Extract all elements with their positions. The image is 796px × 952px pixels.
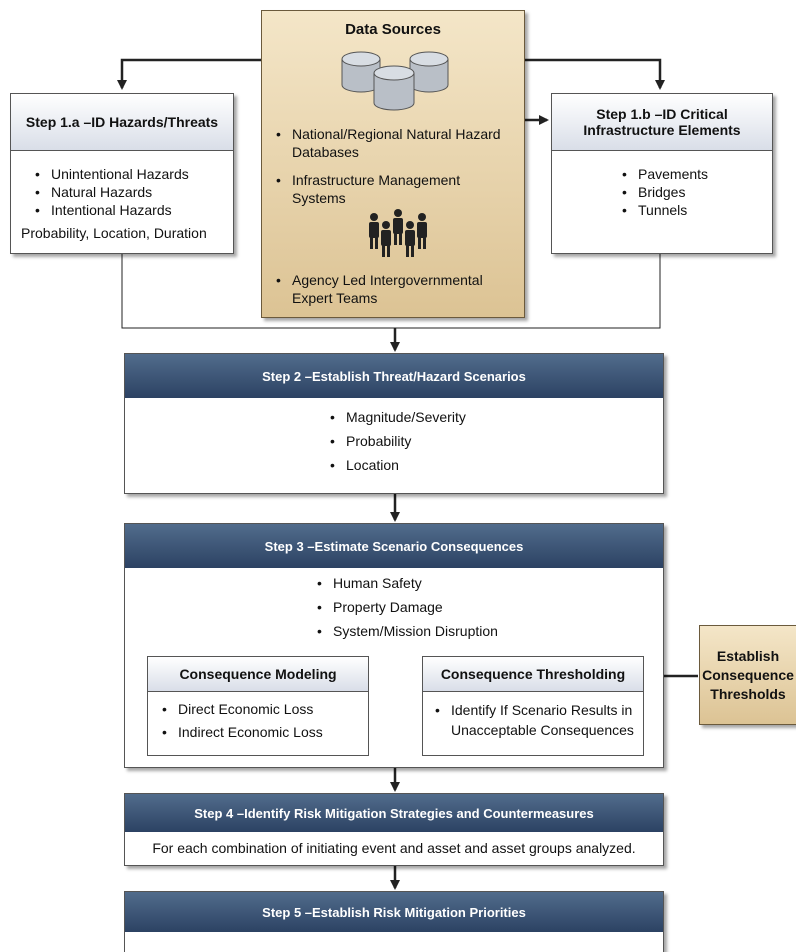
- step1a-list: Unintentional Hazards Natural Hazards In…: [11, 151, 233, 219]
- list-item: Location: [330, 456, 663, 474]
- consequence-modeling-list: Direct Economic Loss Indirect Economic L…: [148, 692, 368, 741]
- database-icon: [341, 51, 449, 111]
- consequence-thresholding-title: Consequence Thresholding: [423, 657, 643, 692]
- consequence-modeling-box: Consequence Modeling Direct Economic Los…: [147, 656, 369, 756]
- list-item: Agency Led Intergovernmental Expert Team…: [276, 271, 516, 307]
- establish-thresholds-line2: Consequence: [702, 666, 794, 683]
- list-item: Indirect Economic Loss: [162, 723, 368, 741]
- list-item: Unintentional Hazards: [35, 165, 233, 183]
- step1a-title: Step 1.a –ID Hazards/Threats: [11, 94, 233, 151]
- step3-list: Human Safety Property Damage System/Miss…: [125, 568, 663, 640]
- establish-thresholds-line1: Establish: [716, 647, 780, 664]
- data-sources-title: Data Sources: [345, 21, 441, 38]
- arrow-to-step1a: [117, 58, 262, 90]
- step2-list: Magnitude/Severity Probability Location: [125, 398, 663, 474]
- step5-box: Step 5 –Establish Risk Mitigation Priori…: [124, 891, 664, 952]
- list-item: Direct Economic Loss: [162, 700, 368, 718]
- list-item: Natural Hazards: [35, 183, 233, 201]
- list-item: System/Mission Disruption: [317, 622, 663, 640]
- data-sources-list-a: National/Regional Natural Hazard Databas…: [276, 125, 516, 207]
- step1b-list: Pavements Bridges Tunnels: [552, 151, 772, 219]
- list-item: National/Regional Natural Hazard Databas…: [276, 125, 516, 161]
- establish-thresholds-box: Establish Consequence Thresholds: [699, 625, 796, 725]
- step1b-title-line1: Step 1.b –ID Critical: [596, 106, 728, 122]
- consequence-modeling-title: Consequence Modeling: [148, 657, 368, 692]
- step1b-title: Step 1.b –ID Critical Infrastructure Ele…: [552, 94, 772, 151]
- step3-box: Step 3 –Estimate Scenario Consequences H…: [124, 523, 664, 768]
- step1b-title-line2: Infrastructure Elements: [583, 122, 741, 138]
- establish-thresholds-line3: Thresholds: [710, 685, 786, 702]
- step1b-box: Step 1.b –ID Critical Infrastructure Ele…: [551, 93, 773, 254]
- step1a-note: Probability, Location, Duration: [21, 225, 207, 241]
- list-item: Intentional Hazards: [35, 201, 233, 219]
- list-item: Bridges: [622, 183, 772, 201]
- list-item: Identify If Scenario Results in Unaccept…: [435, 700, 635, 740]
- step1a-box: Step 1.a –ID Hazards/Threats Unintention…: [10, 93, 234, 254]
- list-item: Human Safety: [317, 574, 663, 592]
- list-item: Magnitude/Severity: [330, 408, 663, 426]
- step2-title: Step 2 –Establish Threat/Hazard Scenario…: [125, 354, 663, 398]
- consequence-thresholding-list: Identify If Scenario Results in Unaccept…: [423, 692, 643, 740]
- merge-line: [121, 254, 661, 329]
- list-item: Infrastructure Management Systems: [276, 171, 516, 207]
- list-item: Pavements: [622, 165, 772, 183]
- step4-text: For each combination of initiating event…: [152, 840, 636, 856]
- list-item: Property Damage: [317, 598, 663, 616]
- step4-box: Step 4 –Identify Risk Mitigation Strateg…: [124, 793, 664, 866]
- people-group-icon: [369, 209, 427, 257]
- step4-title: Step 4 –Identify Risk Mitigation Strateg…: [125, 794, 663, 832]
- list-item: Probability: [330, 432, 663, 450]
- step2-box: Step 2 –Establish Threat/Hazard Scenario…: [124, 353, 664, 494]
- arrow-to-step1b: [524, 58, 665, 90]
- data-sources-box: Data Sources National/Regional Natural H…: [261, 10, 525, 318]
- step3-title: Step 3 –Estimate Scenario Consequences: [125, 524, 663, 568]
- step5-title: Step 5 –Establish Risk Mitigation Priori…: [125, 892, 663, 932]
- consequence-thresholding-box: Consequence Thresholding Identify If Sce…: [422, 656, 644, 756]
- list-item: Tunnels: [622, 201, 772, 219]
- data-sources-list-b: Agency Led Intergovernmental Expert Team…: [276, 271, 516, 307]
